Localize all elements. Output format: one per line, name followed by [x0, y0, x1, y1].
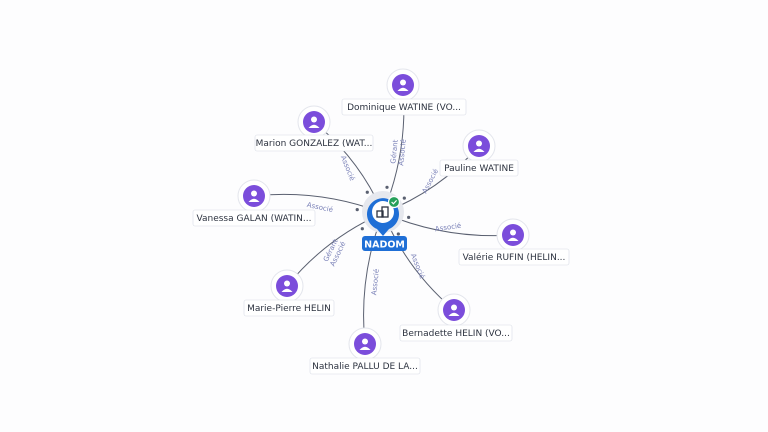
person-icon: [359, 338, 371, 350]
edge-role-label: Associé: [434, 222, 461, 234]
person-name: Dominique WATINE (VO...: [347, 103, 461, 113]
person-icon: [448, 304, 460, 316]
person-node[interactable]: Marie-Pierre HELIN: [243, 269, 335, 317]
person-name: Nathalie PALLU DE LA...: [312, 362, 418, 372]
edge-role-label: Gérant: [389, 139, 399, 164]
person-label-box: [192, 209, 316, 227]
edge-role-labels: Associé: [409, 252, 426, 280]
edge-arrow: [360, 227, 364, 231]
verified-check-icon: [387, 195, 401, 209]
person-icon: [507, 229, 519, 241]
person-name: Marion GONZALEZ (WAT...: [256, 139, 373, 149]
person-node[interactable]: Vanessa GALAN (WATIN...: [192, 179, 316, 227]
edge-arrow: [407, 215, 411, 219]
person-name: Vanessa GALAN (WATIN...: [197, 214, 312, 224]
person-icon: [248, 190, 260, 202]
edge-arrow: [365, 190, 369, 194]
person-label-box: [399, 324, 513, 342]
person-node[interactable]: Dominique WATINE (VO...: [341, 68, 467, 116]
center-label-box: [362, 236, 407, 251]
edge-role-labels: Associé: [339, 154, 356, 182]
person-icon: [281, 280, 293, 292]
edge-role-label: Associé: [370, 268, 381, 295]
edge-role-label: Associé: [397, 139, 408, 166]
edge-arrow: [396, 232, 400, 236]
edge-role-label: Associé: [421, 168, 440, 195]
edge-role-labels: Associé: [434, 222, 461, 234]
person-label-box: [309, 357, 421, 375]
person-label-box: [243, 299, 335, 317]
person-name: Bernadette HELIN (VO...: [402, 329, 510, 339]
center-node[interactable]: NADOM: [362, 191, 407, 251]
building-icon: [376, 206, 389, 218]
person-node[interactable]: Pauline WATINE: [439, 129, 519, 177]
person-node[interactable]: Marion GONZALEZ (WAT...: [254, 105, 374, 152]
person-node[interactable]: Bernadette HELIN (VO...: [399, 293, 513, 342]
person-node[interactable]: Nathalie PALLU DE LA...: [309, 327, 421, 375]
edge-role-label: Associé: [409, 252, 426, 280]
person-name: Marie-Pierre HELIN: [247, 304, 331, 314]
person-node[interactable]: Valérie RUFIN (HELIN...: [458, 218, 570, 266]
person-icon: [397, 79, 409, 91]
person-icon: [473, 140, 485, 152]
person-name: Valérie RUFIN (HELIN...: [463, 252, 566, 263]
edge-arrow: [385, 185, 389, 189]
edge-role-labels: Associé: [421, 168, 440, 195]
edge-role-labels: Associé: [370, 268, 381, 295]
person-label-box: [254, 134, 374, 152]
person-label-box: [439, 159, 519, 177]
person-label-box: [458, 248, 570, 266]
edge-arrow: [355, 208, 359, 212]
person-label-box: [341, 98, 467, 116]
edge-arrow: [402, 196, 406, 200]
person-name: Pauline WATINE: [444, 164, 514, 174]
person-icon: [308, 116, 320, 128]
edge-role-label: Associé: [339, 154, 356, 182]
company-name: NADOM: [364, 240, 405, 251]
